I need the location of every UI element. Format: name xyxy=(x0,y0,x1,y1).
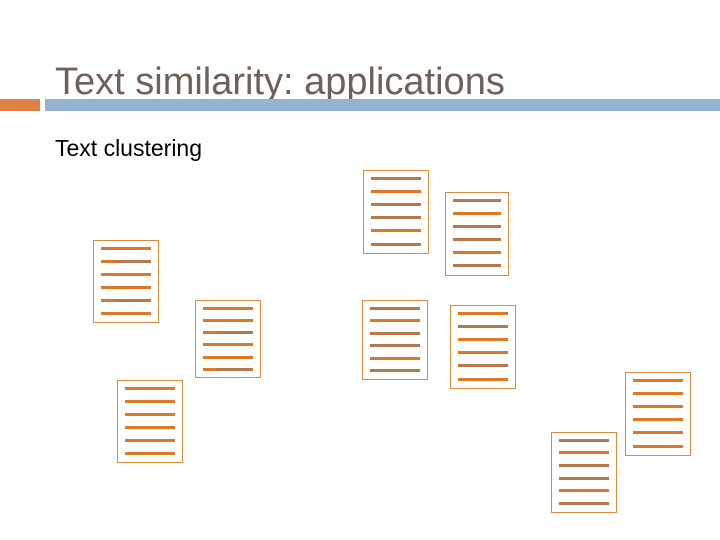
document-line xyxy=(371,203,421,207)
document-text-lines xyxy=(363,301,427,379)
document-line xyxy=(559,489,609,493)
document-line xyxy=(101,298,151,302)
document-line xyxy=(458,311,508,315)
document-line xyxy=(458,324,508,328)
document-line xyxy=(452,211,502,215)
document-line xyxy=(370,356,420,360)
document-line xyxy=(203,306,253,310)
document-line xyxy=(452,224,502,228)
document-text-lines xyxy=(552,433,616,512)
document-line xyxy=(458,364,508,368)
document-line xyxy=(452,238,502,242)
document-line xyxy=(452,264,502,268)
document-line xyxy=(633,378,683,382)
document-line xyxy=(125,438,175,442)
document-line xyxy=(125,412,175,416)
document-text-lines xyxy=(364,171,428,253)
document-icon xyxy=(450,305,516,389)
document-line xyxy=(370,306,420,310)
document-icon xyxy=(93,240,159,323)
document-line xyxy=(203,343,253,347)
document-line xyxy=(101,311,151,315)
document-line xyxy=(371,229,421,233)
document-text-lines xyxy=(626,373,690,455)
document-text-lines xyxy=(118,381,182,462)
body-text: Text clustering xyxy=(55,135,203,161)
document-line xyxy=(370,331,420,335)
title-divider-rule xyxy=(45,99,720,111)
document-icon xyxy=(445,192,509,276)
document-line xyxy=(371,216,421,220)
document-icon xyxy=(625,372,691,456)
document-line xyxy=(101,272,151,276)
document-line xyxy=(559,438,609,442)
document-text-lines xyxy=(446,193,508,275)
document-line xyxy=(101,246,151,250)
document-line xyxy=(371,189,421,193)
document-line xyxy=(370,344,420,348)
document-line xyxy=(101,285,151,289)
document-line xyxy=(203,331,253,335)
document-icon xyxy=(362,300,428,380)
document-line xyxy=(370,319,420,323)
document-line xyxy=(633,405,683,409)
document-line xyxy=(458,377,508,381)
document-icon xyxy=(117,380,183,463)
document-text-lines xyxy=(451,306,515,388)
document-line xyxy=(371,176,421,180)
document-icon xyxy=(551,432,617,513)
document-line xyxy=(633,444,683,448)
title-accent-block xyxy=(0,99,40,111)
document-line xyxy=(559,464,609,468)
document-line xyxy=(203,355,253,359)
document-line xyxy=(203,367,253,371)
document-icon xyxy=(195,300,261,378)
document-line xyxy=(370,369,420,373)
document-line xyxy=(125,386,175,390)
document-text-lines xyxy=(94,241,158,322)
document-line xyxy=(125,399,175,403)
document-line xyxy=(125,425,175,429)
document-line xyxy=(559,502,609,506)
document-line xyxy=(203,318,253,322)
document-line xyxy=(559,476,609,480)
document-line xyxy=(633,418,683,422)
document-line xyxy=(458,351,508,355)
document-text-lines xyxy=(196,301,260,377)
document-line xyxy=(633,391,683,395)
document-line xyxy=(452,198,502,202)
document-line xyxy=(633,431,683,435)
page-title: Text similarity: applications xyxy=(55,61,505,104)
document-line xyxy=(452,251,502,255)
document-line xyxy=(125,451,175,455)
document-line xyxy=(559,451,609,455)
document-line xyxy=(101,259,151,263)
document-icon xyxy=(363,170,429,254)
document-line xyxy=(371,242,421,246)
document-line xyxy=(458,338,508,342)
